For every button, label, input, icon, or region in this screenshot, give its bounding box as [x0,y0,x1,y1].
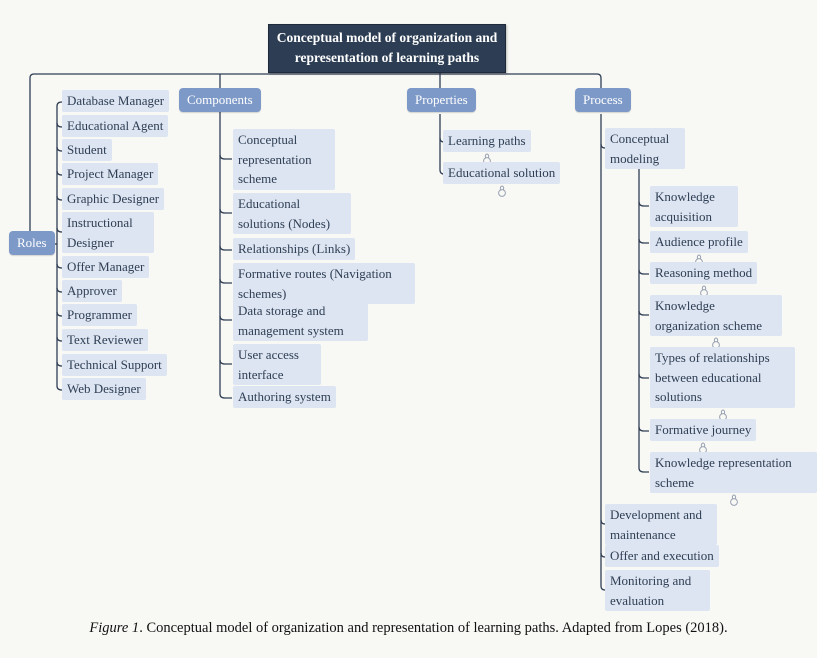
node-knowledge-organization-scheme: Knowledge organization scheme [650,295,782,349]
attachment-marker-icon [497,184,507,198]
node-project-manager: Project Manager [62,163,159,185]
node-offer-manager: Offer Manager [62,256,150,278]
branch-properties: Properties [407,88,476,112]
node-database-manager: Database Manager [62,90,170,112]
node-offer-and-execution: Offer and execution [605,545,719,567]
branch-process: Process [575,88,631,112]
figure-caption: Figure 1. Conceptual model of organizati… [0,620,817,637]
node-relationships-links: Relationships (Links) [233,238,356,260]
node-reasoning-method: Reasoning method [650,262,758,297]
figure-caption-label: Figure 1 [89,620,140,636]
node-approver: Approver [62,280,122,302]
node-knowledge-acquisition: Knowledge acquisition [650,186,738,227]
attachment-marker-icon [729,494,739,507]
node-data-storage-management-system: Data storage and management system [233,300,368,341]
node-graphic-designer: Graphic Designer [62,188,165,210]
branch-roles: Roles [9,231,55,255]
branch-components: Components [179,88,261,112]
node-educational-solutions-nodes: Educational solutions (Nodes) [233,193,351,234]
node-technical-support: Technical Support [62,354,167,376]
node-knowledge-representation-scheme: Knowledge representation scheme [650,452,817,506]
node-formative-journey: Formative journey [650,419,757,454]
node-conceptual-modeling: Conceptual modeling [605,128,685,169]
node-formative-routes: Formative routes (Navigation schemes) [233,263,415,304]
node-instructional-designer: Instructional Designer [62,212,154,253]
node-web-designer: Web Designer [62,378,146,400]
node-text-reviewer: Text Reviewer [62,329,148,351]
figure-caption-text: . Conceptual model of organization and r… [139,620,728,636]
node-conceptual-representation-scheme: Conceptual representation scheme [233,129,335,190]
node-monitoring-and-evaluation: Monitoring and evaluation [605,570,710,611]
node-educational-solution: Educational solution [443,162,561,197]
node-authoring-system: Authoring system [233,386,336,408]
node-development-and-maintenance: Development and maintenance [605,504,717,545]
node-types-of-relationships: Types of relationships between education… [650,347,795,421]
diagram-title: Conceptual model of organization and rep… [268,24,506,73]
node-user-access-interface: User access interface [233,344,321,385]
node-learning-paths: Learning paths [443,130,531,165]
node-programmer: Programmer [62,304,137,326]
node-educational-agent: Educational Agent [62,115,169,137]
node-student: Student [62,139,112,161]
node-audience-profile: Audience profile [650,231,748,266]
